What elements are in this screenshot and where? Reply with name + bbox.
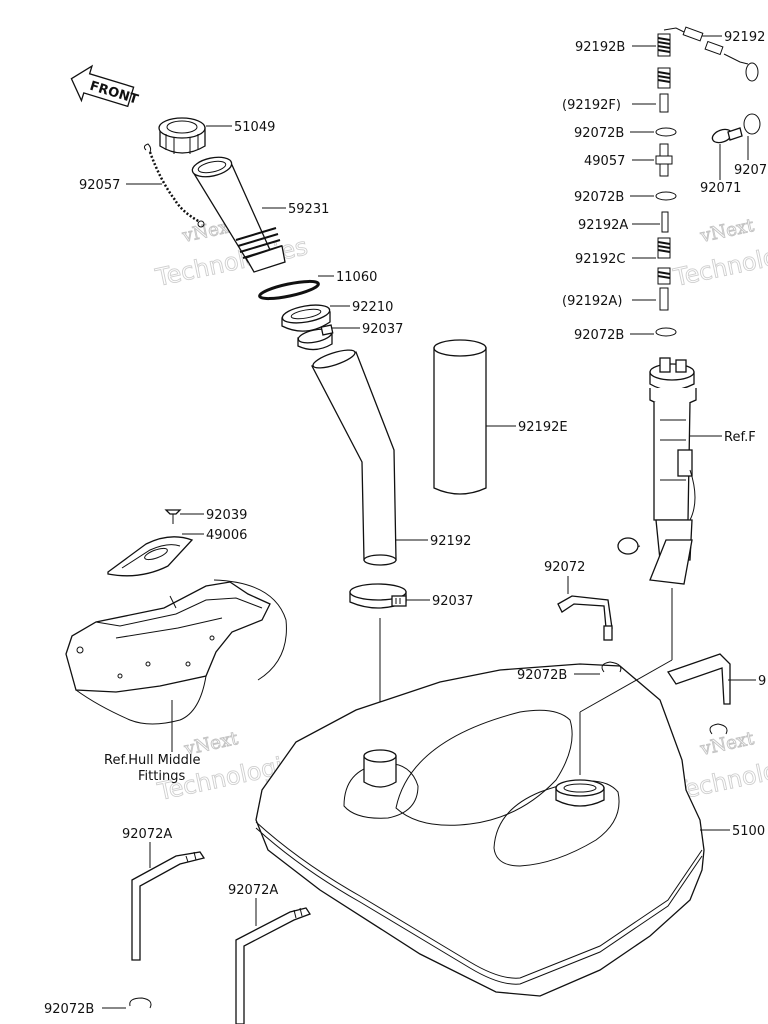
callout-9-partial: 9: [758, 674, 766, 689]
spring-92192B: [657, 33, 671, 57]
hose-clamp-upper: [297, 324, 334, 351]
fuel-tank: [255, 663, 705, 997]
fuel-pump-assembly: [617, 357, 697, 585]
hose-92192A: [661, 211, 669, 233]
clip-92072B-4: [601, 661, 622, 673]
callout-92037-upper: 92037: [362, 322, 403, 337]
watermark-right-top: vNext Technologies: [670, 215, 768, 293]
spring-92192C: [657, 237, 671, 259]
callout-9207-partial: 9207: [734, 163, 767, 178]
watermark-brand: vNext: [698, 728, 757, 760]
callout-92072B-3: 92072B: [574, 328, 624, 343]
spring-92192A-paren: [657, 267, 671, 311]
callout-92192B-top: 92192B: [575, 40, 625, 55]
callout-92192E: 92192E: [518, 420, 568, 435]
callout-92192A: 92192A: [578, 218, 628, 233]
cap-tether-chain: [143, 143, 205, 228]
front-direction-arrow: FRONT: [70, 64, 140, 108]
callout-92071: 92071: [700, 181, 741, 196]
filler-hose: [311, 349, 397, 566]
hull-middle-section: [65, 579, 287, 725]
watermark-brand: vNext: [698, 215, 757, 247]
callout-92192A-paren: (92192A): [562, 294, 622, 309]
ref-hull-line1: Ref.Hull Middle: [104, 753, 201, 768]
fuel-cap: [158, 117, 206, 154]
spring-pair-top-right: [663, 26, 759, 82]
vent-hose-straight: [433, 339, 487, 495]
callout-92039: 92039: [206, 508, 247, 523]
hull-cover-plate: [107, 536, 194, 577]
callout-59231: 59231: [288, 202, 329, 217]
callout-92192F: (92192F): [562, 98, 621, 113]
callout-92072A-1: 92072A: [122, 827, 172, 842]
clip-92072B-5: [129, 997, 152, 1009]
clamp-92072B-2: [655, 191, 677, 201]
callout-92037-lower: 92037: [432, 594, 473, 609]
o-ring: [258, 279, 320, 301]
strap-92072A-2: [235, 907, 311, 1024]
callout-92072B-1: 92072B: [574, 126, 624, 141]
lock-nut: [281, 304, 331, 332]
joint-49057: [655, 143, 673, 177]
callout-92210: 92210: [352, 300, 393, 315]
bolt-92071: [711, 113, 761, 144]
strap-92072: [557, 595, 613, 641]
clamp-92072B-3: [655, 327, 677, 337]
callout-92057: 92057: [79, 178, 120, 193]
ref-hull-line2: Fittings: [138, 769, 185, 784]
callout-92192: 92192: [430, 534, 471, 549]
clip-right: [709, 723, 728, 735]
callout-92072A-2: 92072A: [228, 883, 278, 898]
callout-92072: 92072: [544, 560, 585, 575]
callout-92072B-2: 92072B: [574, 190, 624, 205]
callout-5100: 5100: [732, 824, 765, 839]
strap-92072A-1: [131, 851, 206, 961]
callout-92192-top: 92192: [724, 30, 765, 45]
callout-49006: 49006: [206, 528, 247, 543]
callout-92072B-5: 92072B: [44, 1002, 94, 1017]
callout-49057: 49057: [584, 154, 625, 169]
callout-11060: 11060: [336, 270, 377, 285]
clip-pin: [164, 509, 182, 524]
callout-92072B-4: 92072B: [517, 668, 567, 683]
spring-92192F: [657, 67, 671, 113]
strap-right: [666, 653, 731, 705]
callout-92192C: 92192C: [575, 252, 625, 267]
filler-neck: [191, 156, 286, 273]
callout-ref-f: Ref.F: [724, 430, 756, 445]
callout-51049: 51049: [234, 120, 275, 135]
clamp-92072B-1: [655, 127, 677, 137]
hose-clamp-lower: [349, 583, 407, 609]
